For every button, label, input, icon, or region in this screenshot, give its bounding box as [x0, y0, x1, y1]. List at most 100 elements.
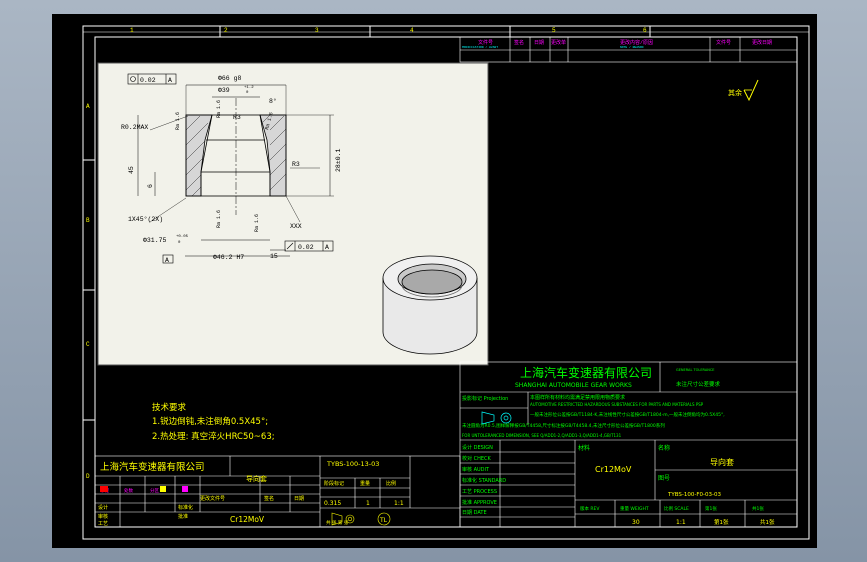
- rev-sub-mid: NOTE / REASON: [620, 45, 644, 49]
- tb-material-label: 材料: [578, 444, 590, 452]
- dim-bot-dia: Φ31.75: [143, 237, 167, 244]
- tb-notice-1: 本图样所有材料均需满足禁用限用物质要求: [530, 394, 625, 401]
- tb-name: 导向套: [710, 457, 734, 467]
- dim-datum-a: A: [165, 257, 169, 264]
- dim-runout: 0.02: [298, 244, 314, 251]
- tech-line-2: 2.热处理: 真空淬火HRC50~63;: [152, 431, 275, 442]
- zone-labels-left: A B C D: [86, 103, 90, 480]
- tb-weight: 30: [632, 519, 640, 526]
- dim-r-max: R0.2MAX: [121, 124, 148, 131]
- tb-material: Cr12MoV: [595, 465, 632, 474]
- zone-label-5: 5: [552, 27, 556, 34]
- title-block-lines: [459, 361, 798, 528]
- pt-stage-3: 比例: [386, 480, 396, 487]
- pt-hdr-3: 分区: [150, 487, 159, 494]
- tb-sheet: 第1张: [714, 518, 729, 526]
- tb-company-en: SHANGHAI AUTOMOBILE GEAR WORKS: [515, 382, 632, 389]
- rev-hdr-1: 文件号: [478, 39, 493, 46]
- dim-side: 28±0.1: [335, 148, 342, 172]
- dim-ra-mid-bot: Ra 1.6: [216, 210, 222, 228]
- tb-left-2: 校对 CHECK: [462, 455, 491, 462]
- zone-label-b: B: [86, 217, 90, 224]
- tb-left-6: 批准 APPROVE: [462, 499, 497, 506]
- dimension-texts: 0.02 A Φ66 g8 Φ39 +1.2 0 R0.2MAX R3 R3 8…: [121, 75, 342, 264]
- roughness-symbol: 其余: [728, 79, 759, 102]
- dim-top-dia: Φ39: [218, 87, 230, 94]
- dim-ra-left: Ra 1.6: [175, 112, 181, 130]
- pt-hdr-5: 签名: [264, 495, 274, 502]
- tb-bottom-5: 共1张: [752, 505, 764, 512]
- zone-label-c: C: [86, 341, 90, 348]
- pt-std: 标准化: [178, 504, 193, 511]
- pt-part-name: 导向套: [246, 474, 267, 483]
- tech-requirements: 技术要求 1.锐边倒钝,未注倒角0.5X45°; 2.热处理: 真空淬火HRC5…: [152, 402, 275, 442]
- pt-stage-1: 阶段标记: [324, 480, 344, 487]
- tb-company-cn: 上海汽车变速器有限公司: [520, 365, 652, 380]
- dim-bot-dia-up: +0.05: [176, 235, 189, 239]
- pt-marks: [100, 486, 188, 492]
- pt-drawing-no: TYBS-100-13-03: [326, 460, 379, 468]
- pt-weight: 0.315: [324, 500, 341, 507]
- pt-company: 上海汽车变速器有限公司: [100, 461, 205, 473]
- rev-sub-left: MODIFICATION / AVANT: [462, 45, 498, 49]
- tb-tol-label: GENERAL TOLERANCE: [676, 368, 715, 372]
- tb-bottom-4: 第1张: [705, 505, 717, 512]
- tb-bottom-2: 重量 WEIGHT: [620, 505, 649, 512]
- zone-label-3: 3: [315, 27, 319, 34]
- tb-left-3: 审核 AUDIT: [462, 466, 490, 473]
- dim-ra-mid-top: Ra 1.6: [216, 100, 222, 118]
- rev-hdr-3: 日期: [534, 40, 544, 46]
- zone-labels-top: 1 2 3 4 5 6: [130, 27, 647, 34]
- zone-label-a: A: [86, 103, 90, 110]
- zone-separators: [83, 26, 809, 421]
- dim-flatness: 0.02: [140, 77, 156, 84]
- tech-title: 技术要求: [152, 402, 187, 413]
- tb-bottom-1: 版本 REV: [580, 505, 600, 512]
- rev-hdr-4: 更改单: [551, 39, 566, 46]
- pt-projection-icon: [331, 512, 391, 526]
- dim-chamfer: 1X45°(2X): [128, 215, 163, 223]
- pt-stage-2: 重量: [360, 480, 370, 487]
- tb-projection-icon: [481, 411, 512, 425]
- gdt-flatness: [127, 73, 177, 85]
- tb-left-1: 设计 DESIGN: [462, 444, 493, 451]
- section-view: [137, 84, 334, 264]
- dim-len-15: 15: [270, 253, 278, 260]
- pt-mark: TL: [379, 517, 388, 524]
- zone-label-6: 6: [643, 27, 647, 34]
- tb-scale: 1:1: [676, 519, 686, 526]
- pt-hdr-4: 更改文件号: [200, 495, 225, 502]
- zone-label-2: 2: [224, 27, 228, 34]
- tb-number: TYBS-100-F0-03-03: [667, 492, 721, 498]
- pt-material: Cr12MoV: [230, 515, 265, 524]
- tb-notice-3: 未注圆角为R0.5,图样解释按GB/T4458,尺寸标注按GB/T4458.4,…: [462, 422, 665, 429]
- tb-left-7: 日期 DATE: [462, 510, 487, 516]
- pt-approve: 批准: [178, 513, 188, 520]
- dim-ra-right-top: Ra 1.6: [264, 112, 274, 131]
- zone-label-1: 1: [130, 27, 134, 34]
- dim-top-dia-up: +1.2: [244, 86, 254, 90]
- rev-hdr-7: 更改日期: [752, 39, 772, 46]
- dim-runout-datum: A: [325, 244, 329, 251]
- tech-line-1: 1.锐边倒钝,未注倒角0.5X45°;: [152, 416, 268, 427]
- dim-bot-dia-low: 0: [178, 241, 181, 245]
- gdt-runout: [284, 240, 334, 252]
- zone-label-4: 4: [410, 27, 414, 34]
- tb-number-label: 图号: [658, 475, 670, 482]
- dim-bore: Φ46.2 H7: [213, 254, 244, 261]
- outer-frame: [82, 25, 810, 540]
- dim-r3-top: R3: [233, 114, 241, 121]
- dim-od: Φ66 g8: [218, 75, 242, 82]
- dim-angle: 8°: [269, 97, 277, 105]
- zone-label-d: D: [86, 473, 90, 480]
- revision-table: [459, 36, 798, 63]
- pt-hdr-6: 日期: [294, 496, 304, 502]
- tb-left-4: 标准化 STANDARD: [462, 477, 506, 484]
- dim-height-small: 6: [147, 184, 154, 188]
- dim-top-dia-low: 0: [246, 91, 249, 95]
- tb-left-5: 工艺 PROCESS: [462, 489, 497, 495]
- dim-ra-right-bot: Ra 1.6: [254, 214, 260, 232]
- pt-sheets: 共 张 第 张: [326, 519, 349, 526]
- dim-r3-side: R3: [292, 161, 300, 168]
